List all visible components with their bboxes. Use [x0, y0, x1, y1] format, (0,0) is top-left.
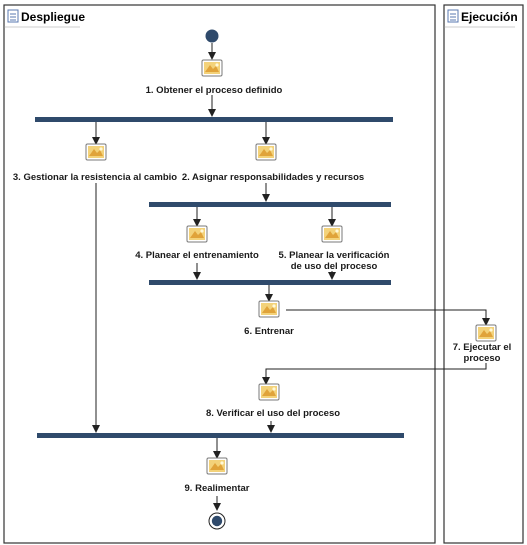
activity-label: 4. Planear el entrenamiento	[135, 250, 259, 261]
fork-bar[interactable]	[149, 202, 391, 207]
activity-label: 3. Gestionar la resistencia al cambio	[13, 172, 177, 183]
activity-icon	[206, 457, 228, 475]
activity-label: 2. Asignar responsabilidades y recursos	[182, 172, 364, 183]
activity-label: 7. Ejecutar el	[453, 342, 512, 353]
activity-label: 8. Verificar el uso del proceso	[206, 408, 340, 419]
activity-a9[interactable]: 9. Realimentar	[185, 457, 250, 494]
activity-label: de uso del proceso	[291, 261, 378, 272]
final-node[interactable]	[208, 512, 226, 530]
activity-icon	[255, 143, 277, 161]
swimlane-title: Ejecución	[461, 10, 518, 24]
activity-icon	[258, 383, 280, 401]
activity-label: 6. Entrenar	[244, 326, 294, 337]
activity-label: 1. Obtener el proceso definido	[146, 85, 283, 96]
activity-icon	[186, 225, 208, 243]
activity-a2[interactable]: 2. Asignar responsabilidades y recursos	[182, 143, 364, 183]
initial-node[interactable]	[205, 29, 219, 43]
join-bar[interactable]	[149, 280, 391, 285]
swimlane-title: Despliegue	[21, 10, 85, 24]
activity-a8[interactable]: 8. Verificar el uso del proceso	[206, 383, 340, 419]
activity-icon	[321, 225, 343, 243]
fork-bar[interactable]	[35, 117, 393, 122]
activity-label: 9. Realimentar	[185, 483, 250, 494]
activity-a1[interactable]: 1. Obtener el proceso definido	[146, 59, 283, 96]
activity-icon	[475, 324, 497, 342]
join-bar[interactable]	[37, 433, 404, 438]
swimlane-ejecucion: Ejecución	[443, 4, 524, 544]
activities: 1. Obtener el proceso definido 2. Asignar…	[13, 59, 512, 494]
swimlane-icon	[447, 9, 459, 23]
activity-a3[interactable]: 3. Gestionar la resistencia al cambio	[13, 143, 177, 183]
activity-a6[interactable]: 6. Entrenar	[244, 300, 294, 337]
control-flows	[92, 43, 490, 511]
activity-icon	[85, 143, 107, 161]
activity-icon	[201, 59, 223, 77]
swimlane-icon	[7, 9, 19, 23]
activity-a4[interactable]: 4. Planear el entrenamiento	[135, 225, 259, 261]
activity-label: proceso	[464, 353, 501, 364]
activity-label: 5. Planear la verificación	[279, 250, 390, 261]
activity-icon	[258, 300, 280, 318]
